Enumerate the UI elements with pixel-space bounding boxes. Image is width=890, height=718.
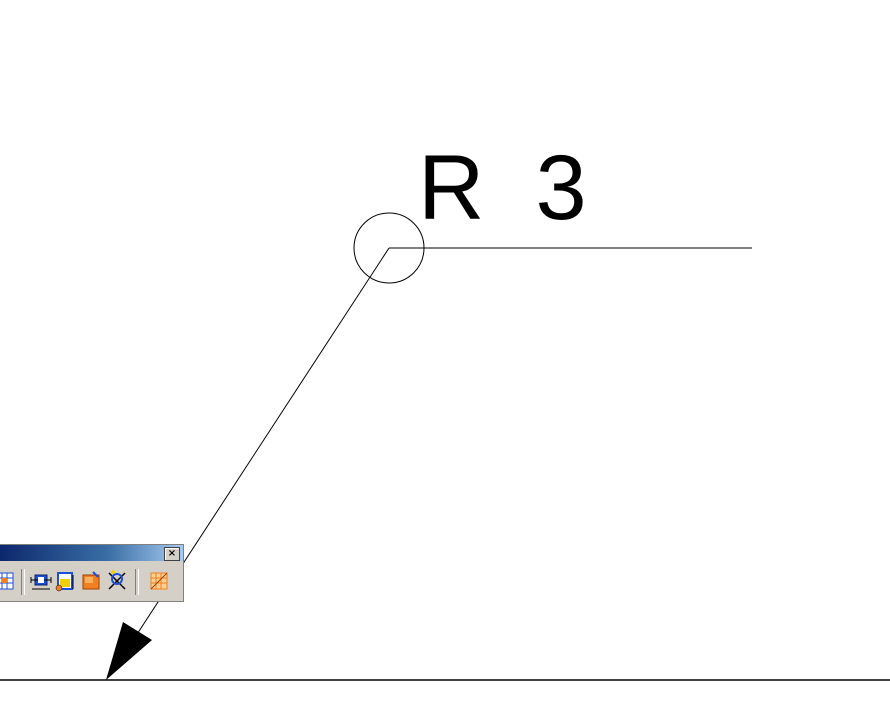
leader-arrowhead <box>106 622 152 680</box>
analysis-icon[interactable] <box>105 569 129 593</box>
toolbar-separator <box>21 569 25 595</box>
toolbar-titlebar[interactable]: × <box>0 545 183 561</box>
pattern-icon[interactable] <box>147 569 171 593</box>
floating-toolbar[interactable]: × <box>0 544 184 602</box>
toolbar-button-row <box>0 565 183 597</box>
grid-icon[interactable] <box>0 569 17 593</box>
radius-dimension-text[interactable]: R 3 <box>418 137 587 239</box>
leader-line-group[interactable] <box>106 212 752 680</box>
orange-square-icon[interactable] <box>79 569 103 593</box>
leader-anchor-circle[interactable] <box>353 212 425 284</box>
toolbar-separator <box>135 569 139 595</box>
close-icon[interactable]: × <box>164 547 180 561</box>
frame-icon[interactable] <box>53 569 77 593</box>
dimension-icon[interactable] <box>29 569 53 593</box>
